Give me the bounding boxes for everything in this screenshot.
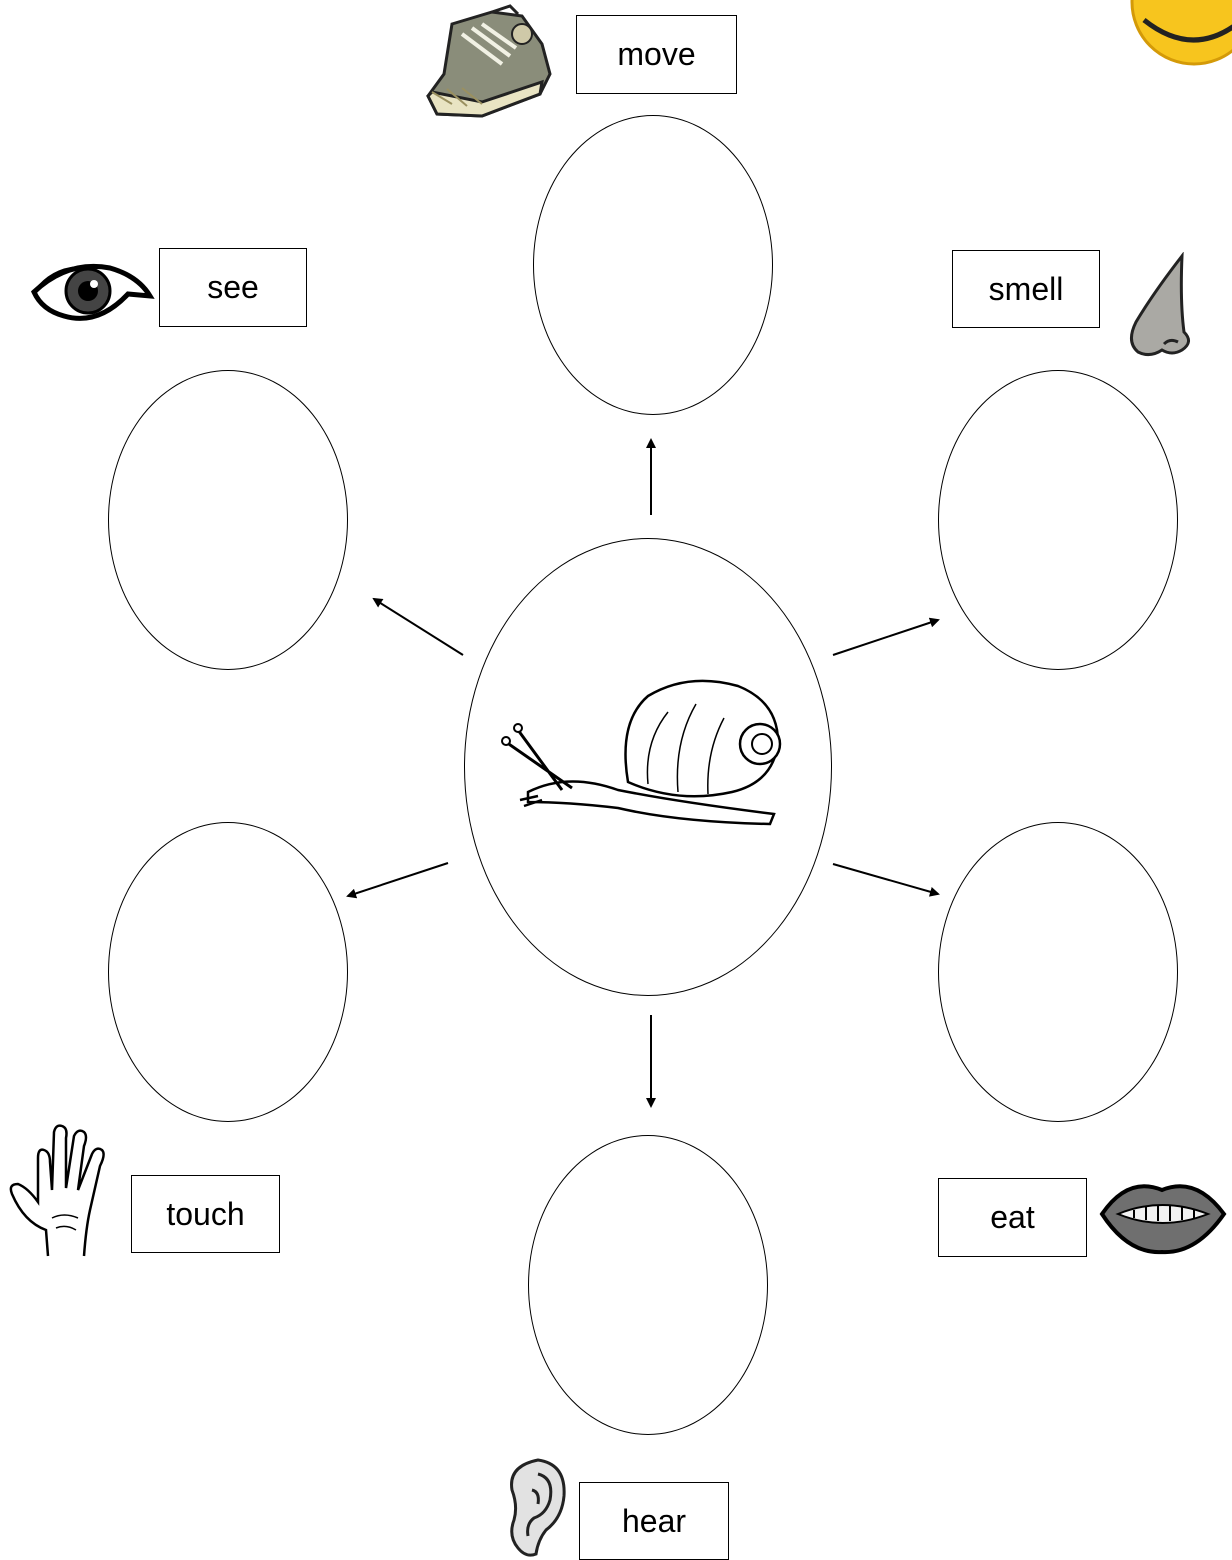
label-move: move [576,15,737,94]
mouth-icon [1099,1184,1227,1255]
hand-icon [9,1124,105,1257]
eye-icon [30,263,155,321]
hear-ellipse [528,1135,768,1435]
ear-icon [510,1458,566,1557]
arrow-to-touch [346,862,449,899]
move-ellipse [533,115,773,415]
smell-ellipse [938,370,1178,670]
label-see: see [159,248,307,327]
touch-ellipse [108,822,348,1122]
nose-icon [1130,252,1190,357]
label-touch: touch [131,1175,280,1253]
arrow-to-see [372,597,464,656]
shoe-icon [426,4,552,118]
snail-icon [501,679,782,826]
see-ellipse [108,370,348,670]
label-smell: smell [952,250,1100,328]
arrow-to-smell [832,617,940,656]
smiley-icon [1130,0,1232,66]
arrow-to-eat [832,863,940,897]
label-eat: eat [938,1178,1087,1257]
eat-ellipse [938,822,1178,1122]
label-hear: hear [579,1482,729,1560]
